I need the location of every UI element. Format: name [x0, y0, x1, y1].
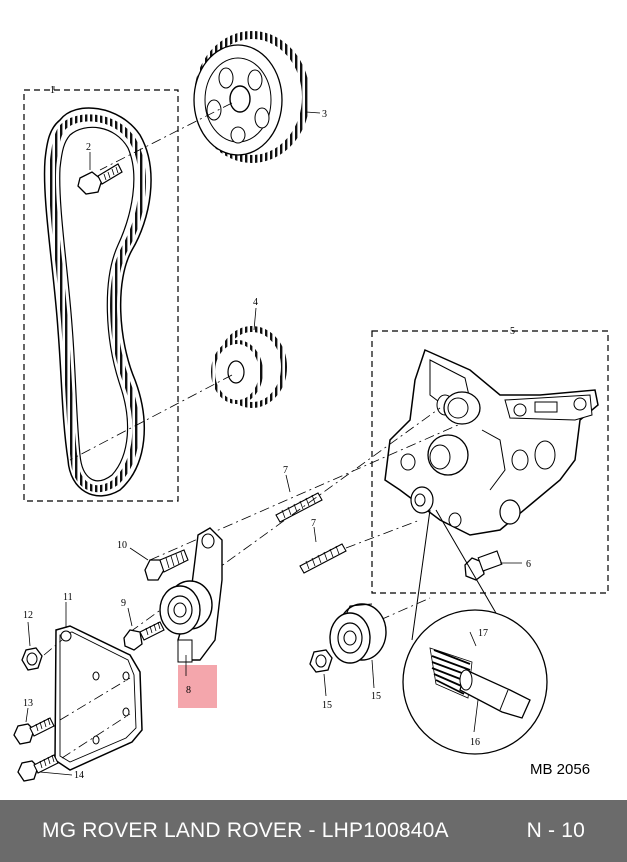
callout-7b: 7 — [311, 518, 316, 529]
callout-9: 15 — [322, 700, 332, 711]
bolt-14: 12 — [21, 610, 43, 671]
bolt-15-upper: 13 — [13, 698, 55, 745]
callout-10: 8 — [186, 685, 191, 696]
bolt-6: 6 — [464, 550, 531, 581]
callout-14: 12 — [23, 610, 33, 621]
callout-2: 2 — [86, 142, 91, 153]
callout-15b: 14 — [74, 770, 84, 781]
bolt-15-lower: 14 — [17, 754, 84, 782]
callout-4: 4 — [253, 297, 258, 308]
callout-3: 3 — [322, 109, 327, 120]
bolt-12: 10 — [117, 540, 189, 581]
detail-circle: 17 16 — [402, 509, 548, 755]
stud-7-lower: 7 — [299, 518, 347, 574]
bolt-2: 2 — [77, 142, 123, 195]
callout-11: 9 — [121, 598, 126, 609]
drawing-reference: MB 2056 — [530, 761, 590, 778]
bolt-9: 15 — [309, 649, 333, 711]
crankshaft-pulley-4: 4 — [211, 297, 287, 408]
callout-15a: 13 — [23, 698, 33, 709]
part-description: MG ROVER LAND ROVER - LHP100840A — [42, 819, 449, 842]
callout-12: 10 — [117, 540, 127, 551]
callout-8: 15 — [371, 691, 381, 702]
bracket-13: 11 — [54, 592, 143, 771]
callout-17: 17 — [478, 628, 488, 639]
callout-5: 5 — [510, 326, 515, 337]
footer-bar: MG ROVER LAND ROVER - LHP100840A N - 10 — [0, 800, 627, 862]
pump-housing-group-5: 5 — [371, 326, 609, 594]
highlight-callout-10 — [178, 665, 217, 708]
callout-13: 11 — [63, 592, 73, 603]
idler-pulley-8: 15 — [329, 603, 387, 702]
tensioner-10 — [159, 527, 223, 663]
bolt-11: 9 — [121, 598, 165, 651]
stud-7-upper: 7 — [275, 465, 323, 523]
page-indicator: N - 10 — [526, 819, 585, 842]
callout-1: 1 — [50, 85, 55, 96]
camshaft-pulley-3: 3 — [193, 31, 327, 163]
callout-16: 16 — [470, 737, 480, 748]
timing-belt-exploded-diagram: 1 2 3 4 5 — [13, 31, 609, 782]
callout-7a: 7 — [283, 465, 288, 476]
callout-6: 6 — [526, 559, 531, 570]
timing-belt-group: 1 — [23, 85, 179, 502]
